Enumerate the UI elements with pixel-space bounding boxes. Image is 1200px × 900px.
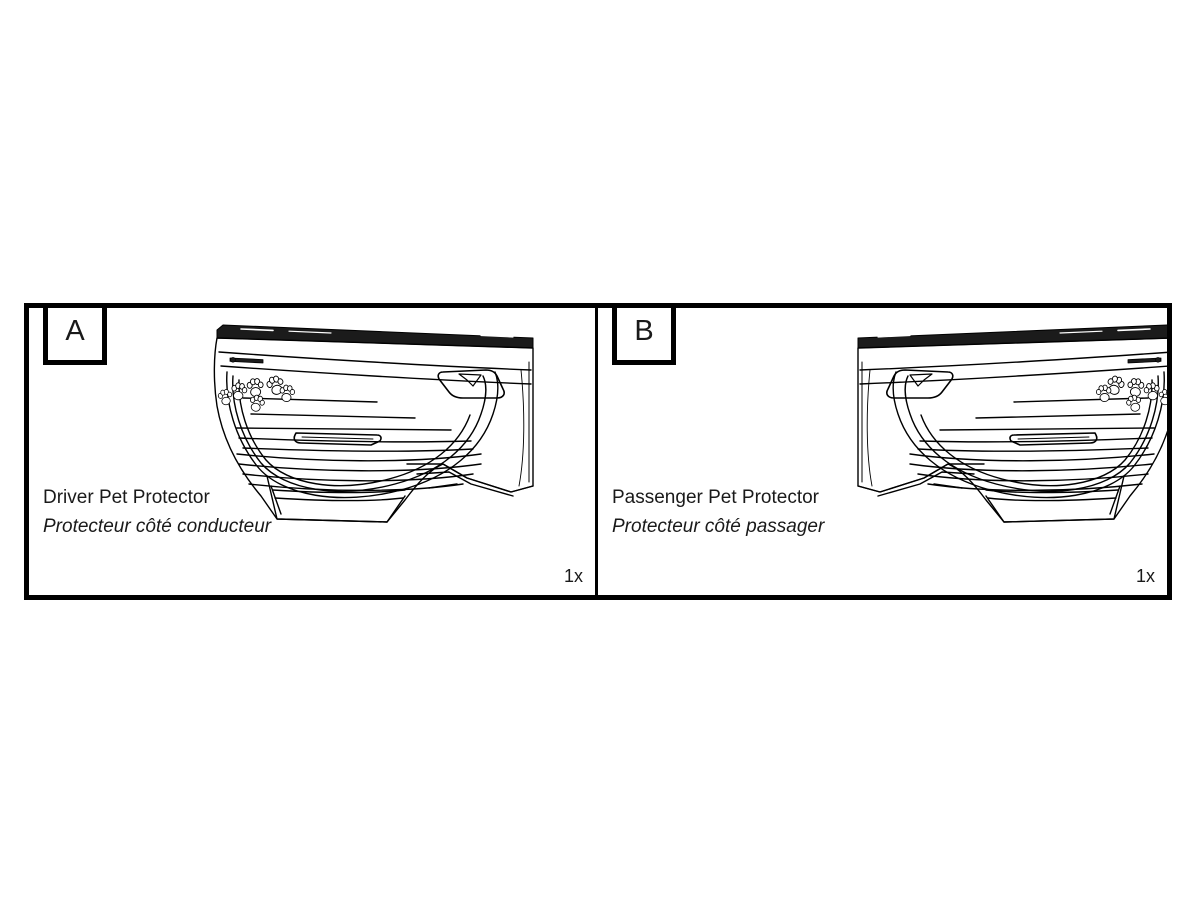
part-letter-a: A: [65, 315, 85, 347]
part-panel-a: A: [29, 308, 598, 595]
door-panel-illustration-b: [830, 314, 1167, 536]
part-caption-b: Passenger Pet Protector Protecteur côté …: [612, 485, 824, 539]
part-caption-a: Driver Pet Protector Protecteur côté con…: [43, 485, 271, 539]
part-quantity-a: 1x: [563, 566, 583, 586]
door-panel-illustration-a: [181, 314, 561, 536]
part-letter-b: B: [634, 315, 654, 347]
part-panel-b: B: [598, 308, 1167, 595]
part-name-fr-b: Protecteur côté passager: [612, 515, 825, 537]
part-letter-badge-b: B: [612, 308, 676, 365]
parts-diagram: A: [24, 303, 1172, 600]
part-name-en-b: Passenger Pet Protector: [612, 486, 819, 508]
part-name-fr-a: Protecteur côté conducteur: [43, 515, 272, 537]
part-name-en-a: Driver Pet Protector: [43, 486, 210, 508]
part-letter-badge-a: A: [43, 308, 107, 365]
part-quantity-b: 1x: [1135, 566, 1155, 586]
